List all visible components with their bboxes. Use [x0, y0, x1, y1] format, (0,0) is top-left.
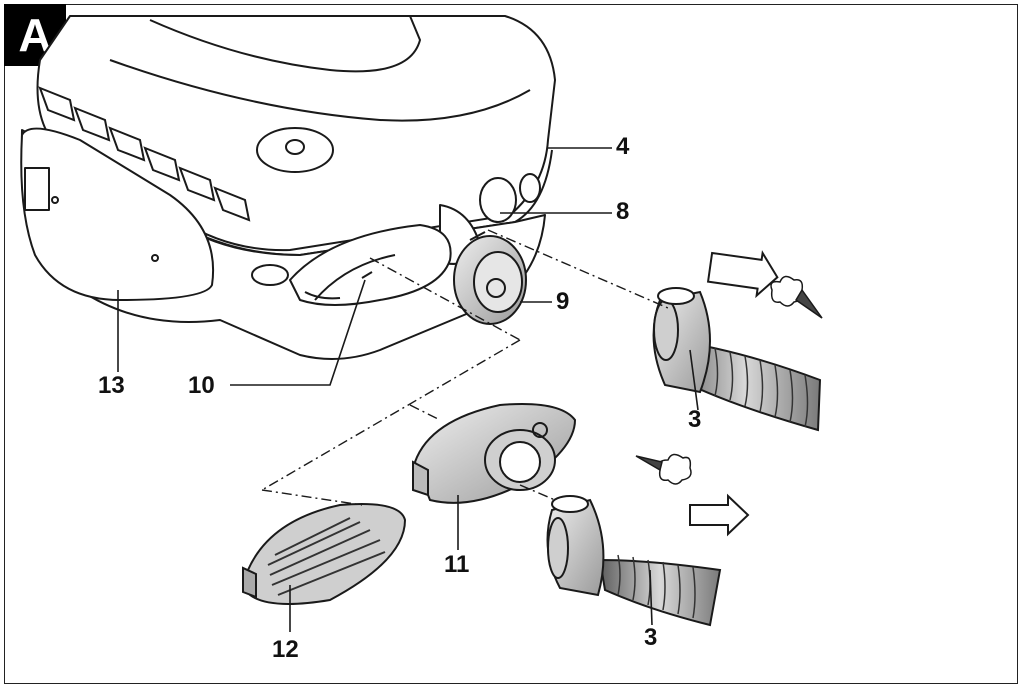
callout-8: 8 [616, 198, 630, 225]
hose-top-part-3 [652, 287, 822, 432]
callout-12: 12 [272, 636, 299, 663]
handle-knob-screw [285, 139, 305, 155]
housing-top-ridge [109, 59, 531, 122]
callout-9: 9 [556, 288, 570, 315]
inflow-arrow-icon [706, 250, 779, 299]
outlet-opening [479, 177, 517, 223]
filter-grid-part-12 [242, 503, 407, 605]
assembly-axis-lines [261, 229, 669, 506]
hose-bottom-part-3 [546, 495, 722, 627]
callout-10: 10 [188, 372, 215, 399]
airflow-cloud-icon-bottom [635, 453, 692, 485]
outflow-arrow-icon [689, 493, 750, 537]
appliance-housing [20, 15, 556, 360]
adapter-part-11 [412, 403, 577, 504]
airflow-cloud-icon [770, 275, 823, 319]
side-panel [20, 127, 214, 301]
leader-lines [117, 147, 699, 632]
callout-11: 11 [444, 551, 470, 578]
callout-3-top: 3 [688, 406, 702, 433]
side-panel-window [24, 167, 50, 211]
hinge-clips [38, 86, 251, 222]
callout-13: 13 [98, 372, 125, 399]
callout-3-bottom: 3 [644, 624, 658, 651]
outlet-cap-part-9 [453, 231, 527, 325]
housing-top-recess [149, 15, 421, 73]
callout-4: 4 [616, 133, 630, 160]
